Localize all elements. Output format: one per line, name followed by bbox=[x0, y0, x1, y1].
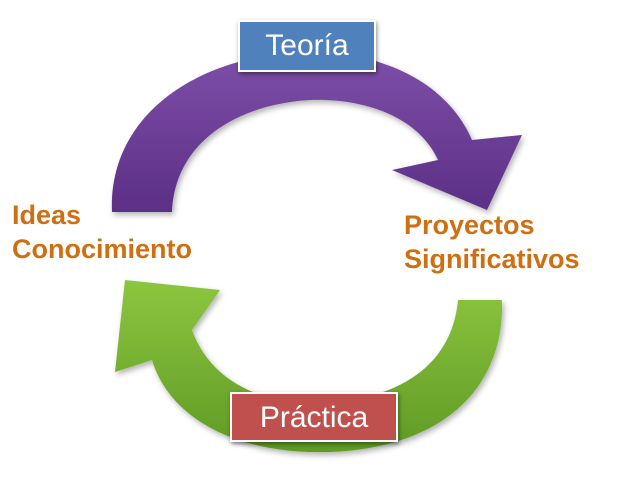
bottom-arc-arrow bbox=[115, 280, 503, 453]
proyectos-text: Proyectos bbox=[404, 210, 535, 240]
proyectos-significativos-label: Proyectos Significativos bbox=[404, 208, 580, 276]
ideas-conocimiento-label: Ideas Conocimiento bbox=[12, 198, 192, 266]
significativos-text: Significativos bbox=[404, 244, 580, 274]
practica-box: Práctica bbox=[230, 392, 398, 442]
teoria-box: Teoría bbox=[238, 20, 376, 72]
top-arc-arrow bbox=[111, 51, 522, 212]
ideas-text: Ideas bbox=[12, 200, 82, 230]
conocimiento-text: Conocimiento bbox=[12, 234, 192, 264]
